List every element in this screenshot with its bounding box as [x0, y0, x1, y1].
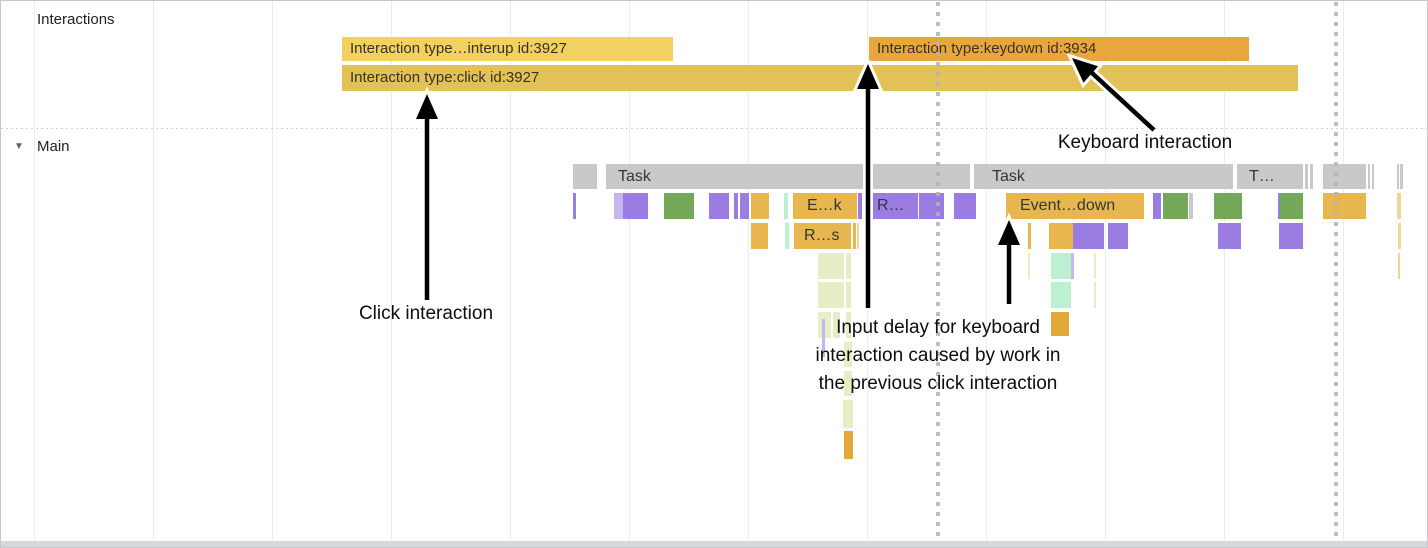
flame-bar[interactable] — [843, 400, 853, 428]
flame-bar[interactable] — [844, 371, 852, 396]
gridline — [510, 1, 511, 541]
flame-bar[interactable] — [818, 282, 844, 308]
flame-bar[interactable] — [623, 193, 648, 219]
flame-bar[interactable] — [1094, 253, 1096, 279]
flame-bar[interactable] — [1051, 253, 1071, 279]
flame-bar[interactable] — [1163, 193, 1188, 219]
flame-bar[interactable] — [1051, 282, 1071, 308]
flame-bar[interactable] — [1279, 223, 1303, 249]
flame-bar[interactable] — [954, 193, 976, 219]
flame-bar[interactable] — [919, 193, 944, 219]
flame-bar[interactable] — [1305, 164, 1308, 189]
flame-bar[interactable] — [709, 193, 729, 219]
flame-bar[interactable] — [1323, 164, 1366, 189]
dotted-guide-line — [1334, 2, 1338, 541]
flame-bar[interactable] — [751, 193, 769, 219]
gridline — [748, 1, 749, 541]
flame-bar-eventdown[interactable]: Event…down — [1006, 193, 1144, 219]
flame-bar[interactable] — [734, 193, 738, 219]
flame-bar[interactable] — [846, 282, 851, 308]
main-track-label[interactable]: Main — [37, 138, 70, 155]
flame-bar[interactable] — [1073, 223, 1104, 249]
bottom-border-strip — [1, 541, 1427, 547]
flame-bar[interactable] — [1397, 164, 1399, 189]
flame-bar[interactable] — [1028, 223, 1031, 249]
flame-bar[interactable] — [818, 253, 844, 279]
gridline — [1105, 1, 1106, 541]
flame-bar[interactable] — [844, 431, 853, 459]
gridline — [986, 1, 987, 541]
triangle-down-icon[interactable]: ▼ — [14, 141, 24, 152]
flame-bar-ek[interactable]: E…k — [793, 193, 857, 219]
flame-bar[interactable] — [573, 193, 576, 219]
flame-bar[interactable] — [1028, 253, 1030, 279]
gridline — [629, 1, 630, 541]
flame-bar[interactable] — [1398, 253, 1400, 279]
flame-bar[interactable] — [751, 223, 768, 249]
track-separator — [1, 128, 1427, 129]
flame-bar[interactable] — [1278, 193, 1280, 219]
flame-bar[interactable] — [1398, 223, 1401, 249]
flame-bar[interactable] — [846, 253, 851, 279]
flame-bar[interactable] — [1310, 164, 1313, 189]
flame-bar[interactable] — [1153, 193, 1161, 219]
flame-bar[interactable] — [858, 193, 862, 219]
input-delay-line-3: the previous click interaction — [818, 373, 1058, 394]
flame-bar[interactable] — [1071, 253, 1074, 279]
interaction-bar[interactable]: Interaction type…interup id:3927 — [342, 37, 673, 61]
flame-bar[interactable] — [833, 312, 840, 338]
flame-bar[interactable] — [822, 319, 825, 357]
flame-bar[interactable] — [1049, 223, 1073, 249]
flame-bar[interactable] — [785, 223, 789, 249]
flame-bar[interactable] — [857, 223, 859, 249]
input-delay-line-1: Input delay for keyboard — [836, 317, 1040, 338]
flame-bar[interactable] — [853, 223, 856, 249]
flame-bar[interactable] — [1397, 193, 1401, 219]
flame-bar[interactable] — [846, 312, 851, 338]
keyboard-interaction-annotation: Keyboard interaction — [1057, 132, 1233, 153]
dotted-guide-line — [936, 2, 940, 541]
gridline — [1343, 1, 1344, 541]
gridline — [391, 1, 392, 541]
flame-bar[interactable] — [1372, 164, 1374, 189]
input-delay-line-2: interaction caused by work in — [815, 345, 1061, 366]
flame-bar-t[interactable]: T… — [1237, 164, 1303, 189]
flame-bar-r[interactable]: R… — [871, 193, 918, 219]
flame-bar[interactable] — [784, 193, 788, 219]
flame-bar[interactable] — [1189, 193, 1193, 219]
flame-bar[interactable] — [1280, 193, 1303, 219]
interactions-track-label: Interactions — [37, 11, 115, 28]
flame-bar[interactable] — [740, 193, 749, 219]
gridline — [153, 1, 154, 541]
flame-bar[interactable] — [1108, 223, 1128, 249]
gridline — [34, 1, 35, 541]
flame-bar-rs[interactable]: R…s — [794, 223, 851, 249]
interaction-bar[interactable]: Interaction type:click id:3927 — [342, 65, 1298, 91]
flame-bar[interactable] — [573, 164, 597, 189]
flame-bar[interactable] — [614, 193, 623, 219]
gridline — [1224, 1, 1225, 541]
flame-bar[interactable] — [844, 342, 852, 367]
flame-bar[interactable] — [1218, 223, 1241, 249]
flame-bar-task[interactable]: Task — [606, 164, 970, 189]
flame-bar[interactable] — [1323, 193, 1366, 219]
flame-bar[interactable] — [1094, 282, 1096, 308]
input-delay-annotation: Input delay for keyboard interaction cau… — [778, 314, 1098, 398]
click-interaction-annotation: Click interaction — [358, 303, 494, 324]
flame-bar[interactable] — [1051, 312, 1069, 336]
flame-bar[interactable] — [1368, 164, 1370, 189]
flame-bar[interactable] — [1400, 164, 1403, 189]
flame-bar-task[interactable]: Task — [974, 164, 1233, 189]
interaction-bar[interactable]: Interaction type:keydown id:3934 — [869, 37, 1249, 61]
gridline — [272, 1, 273, 541]
flame-bar[interactable] — [1214, 193, 1242, 219]
flame-bar[interactable] — [664, 193, 694, 219]
